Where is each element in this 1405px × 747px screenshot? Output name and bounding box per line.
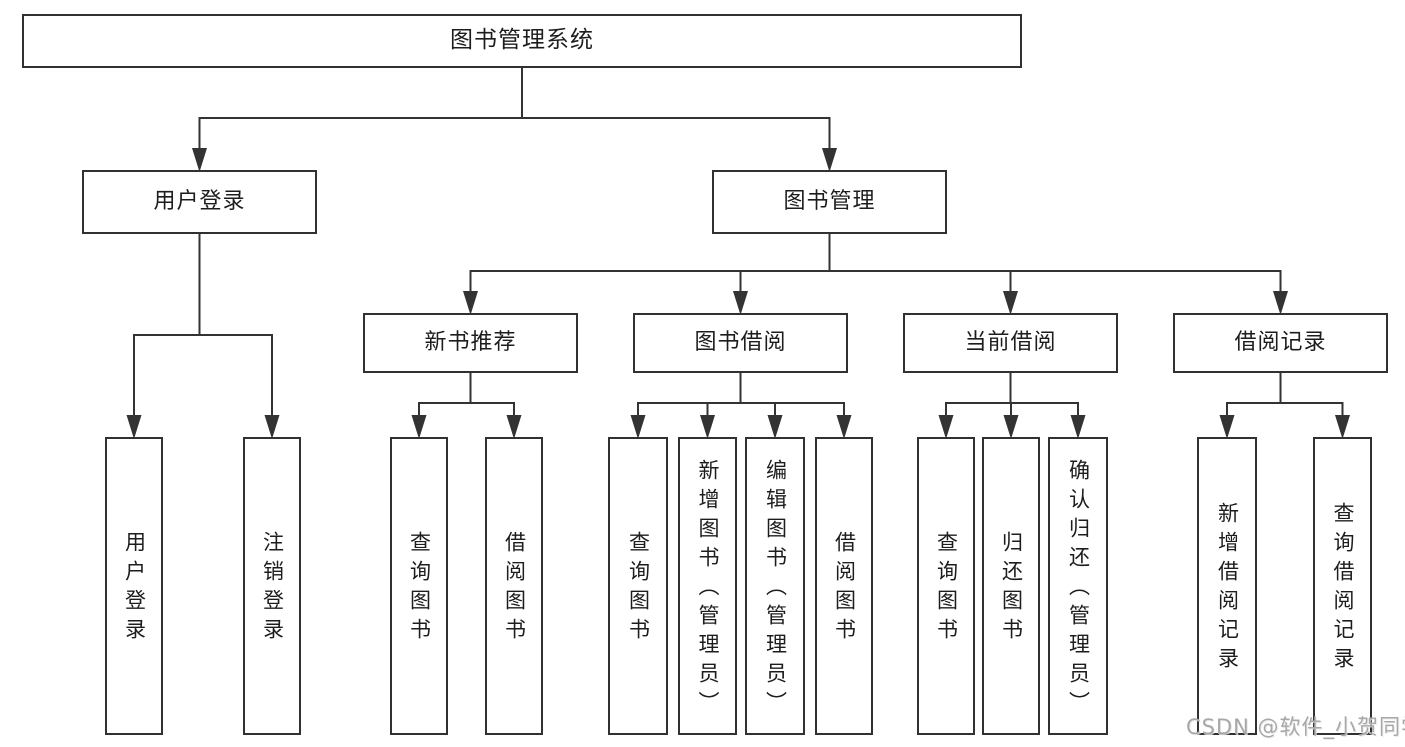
node-leaf-cb-confirm: 确认归还（管理员） — [1048, 437, 1108, 735]
arrowhead-icon — [264, 415, 280, 439]
node-book-borrow: 图书借阅 — [633, 313, 848, 373]
node-leaf-login: 用户登录 — [105, 437, 163, 735]
node-leaf-logout: 注销登录 — [243, 437, 301, 735]
arrowhead-icon — [1219, 415, 1235, 439]
arrowhead-icon — [126, 415, 142, 439]
arrowhead-icon — [822, 148, 837, 172]
arrowhead-icon — [700, 415, 715, 439]
arrowhead-icon — [767, 415, 783, 439]
node-current-borrow: 当前借阅 — [903, 313, 1118, 373]
watermark: CSDN @软件_小贺同学 — [1186, 715, 1405, 739]
node-borrow-records: 借阅记录 — [1173, 313, 1388, 373]
node-leaf-cb-return: 归还图书 — [982, 437, 1040, 735]
node-leaf-bb-query: 查询图书 — [608, 437, 668, 735]
arrowhead-icon — [1003, 415, 1019, 439]
node-leaf-bb-borrow: 借阅图书 — [815, 437, 873, 735]
node-user-login: 用户登录 — [82, 170, 317, 234]
node-book-mgmt: 图书管理 — [712, 170, 947, 234]
node-root: 图书管理系统 — [22, 14, 1022, 68]
arrowhead-icon — [192, 148, 207, 172]
arrowhead-icon — [506, 415, 522, 439]
arrowhead-icon — [1273, 291, 1288, 315]
node-leaf-nb-borrow: 借阅图书 — [485, 437, 543, 735]
arrowhead-icon — [938, 415, 954, 439]
arrowhead-icon — [1003, 291, 1018, 315]
node-new-book: 新书推荐 — [363, 313, 578, 373]
node-leaf-bb-add: 新增图书（管理员） — [678, 437, 737, 735]
arrowhead-icon — [463, 291, 478, 315]
node-leaf-br-query: 查询借阅记录 — [1313, 437, 1372, 735]
arrowhead-icon — [630, 415, 646, 439]
node-leaf-cb-query: 查询图书 — [917, 437, 975, 735]
node-leaf-br-add: 新增借阅记录 — [1197, 437, 1257, 735]
arrowhead-icon — [1335, 415, 1350, 439]
node-leaf-bb-edit: 编辑图书（管理员） — [745, 437, 805, 735]
node-leaf-nb-query: 查询图书 — [390, 437, 448, 735]
arrowhead-icon — [411, 415, 427, 439]
arrowhead-icon — [733, 291, 748, 315]
arrowhead-icon — [1070, 415, 1086, 439]
arrowhead-icon — [836, 415, 852, 439]
